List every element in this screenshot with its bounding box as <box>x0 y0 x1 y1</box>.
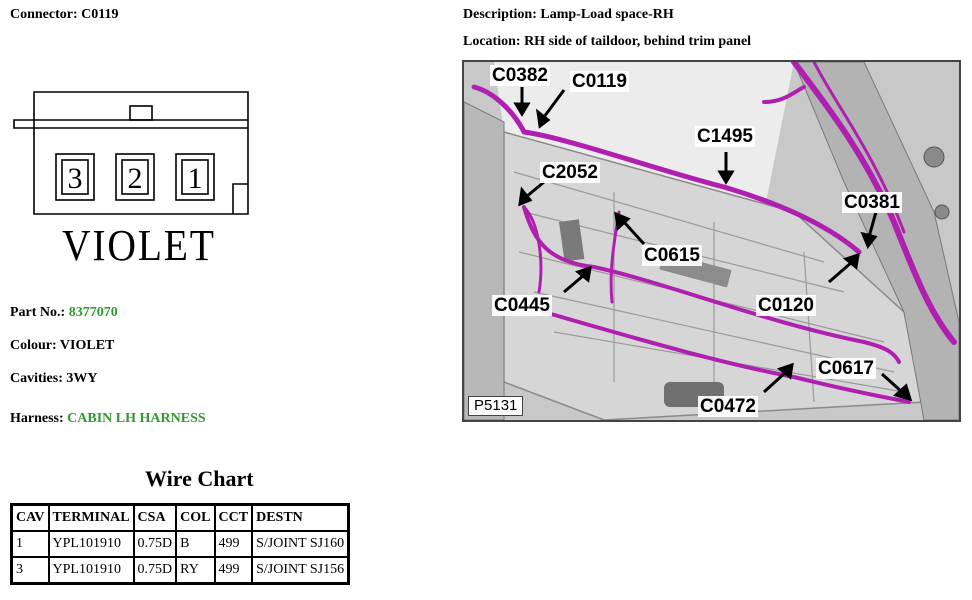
connector-value: C0119 <box>81 7 119 22</box>
header-csa: CSA <box>132 503 178 532</box>
cell-destn: S/JOINT SJ156 <box>251 556 350 585</box>
cell-col: B <box>175 530 216 558</box>
description-label: Description: <box>463 7 537 22</box>
part-no-label: Part No.: <box>10 305 66 320</box>
callout-c0381: C0381 <box>842 192 902 213</box>
callout-c0617: C0617 <box>816 358 876 379</box>
cavity-3-inner <box>61 159 89 195</box>
cavities-label: Cavities: <box>10 371 63 386</box>
cavities-value: 3WY <box>66 371 98 386</box>
cavity-2-outer <box>115 153 155 201</box>
callout-c2052: C2052 <box>540 162 600 183</box>
callout-c0445: C0445 <box>492 295 552 316</box>
cell-cav: 1 <box>10 530 50 558</box>
connector-label: Connector: <box>10 7 78 22</box>
table-row: 1 YPL101910 0.75D B 499 S/JOINT SJ160 <box>10 530 350 558</box>
cell-col: RY <box>175 556 216 585</box>
cell-terminal: YPL101910 <box>47 530 135 558</box>
location-line: Location: RH side of taildoor, behind tr… <box>463 34 751 50</box>
cavity-1-inner <box>181 159 209 195</box>
callout-c0615: C0615 <box>642 245 702 266</box>
table-row: 3 YPL101910 0.75D RY 499 S/JOINT SJ156 <box>10 556 350 585</box>
description-line: Description: Lamp-Load space-RH <box>463 7 674 23</box>
wire-chart-title: Wire Chart <box>145 466 254 491</box>
part-no-line: Part No.: 8377070 <box>10 305 118 321</box>
colour-value: VIOLET <box>59 338 115 353</box>
cavity-number-3: 3 <box>68 162 83 195</box>
description-value: Lamp-Load space-RH <box>540 7 674 22</box>
connector-body-outline <box>33 91 249 215</box>
header-col: COL <box>175 503 216 532</box>
header-terminal: TERMINAL <box>47 503 135 532</box>
cell-cct: 499 <box>213 530 254 558</box>
cell-csa: 0.75D <box>132 530 178 558</box>
header-cav: CAV <box>10 503 50 532</box>
cell-terminal: YPL101910 <box>47 556 135 585</box>
location-illustration: C0382 C0119 C1495 C2052 C0381 C0615 C044… <box>462 60 961 422</box>
cavity-number-1: 1 <box>188 162 203 195</box>
taildoor-drawing <box>464 62 959 420</box>
colour-line: Colour: VIOLET <box>10 338 114 354</box>
wire-chart-header-row: CAV TERMINAL CSA COL CCT DESTN <box>10 503 350 532</box>
cavities-line: Cavities: 3WY <box>10 371 98 387</box>
header-destn: DESTN <box>251 503 350 532</box>
wire-chart-table: CAV TERMINAL CSA COL CCT DESTN 1 YPL1019… <box>10 503 351 585</box>
cell-cav: 3 <box>10 556 50 585</box>
part-no-value: 8377070 <box>68 305 118 320</box>
connector-face-diagram: 3 2 1 <box>13 91 249 215</box>
callout-c0120: C0120 <box>756 295 816 316</box>
harness-value: CABIN LH HARNESS <box>67 411 206 426</box>
connector-latch <box>13 119 34 129</box>
cavity-1-outer <box>175 153 215 201</box>
colour-label: Colour: <box>10 338 57 353</box>
connector-step <box>232 183 248 214</box>
cell-destn: S/JOINT SJ160 <box>251 530 350 558</box>
callout-c0472: C0472 <box>698 396 758 417</box>
connector-key <box>129 105 153 121</box>
cell-csa: 0.75D <box>132 556 178 585</box>
harness-line: Harness: CABIN LH HARNESS <box>10 411 206 427</box>
location-label: Location: <box>463 34 521 49</box>
callout-c1495: C1495 <box>695 126 755 147</box>
cavity-number-2: 2 <box>128 162 143 195</box>
callout-c0382: C0382 <box>490 65 550 86</box>
cavity-3-outer <box>55 153 95 201</box>
connector-heading: Connector: C0119 <box>10 7 119 23</box>
photo-reference-label: P5131 <box>468 396 524 416</box>
harness-label: Harness: <box>10 411 64 426</box>
diagram-colour-label: VIOLET <box>62 221 216 270</box>
cavity-2-inner <box>121 159 149 195</box>
location-value: RH side of taildoor, behind trim panel <box>524 34 752 49</box>
callout-c0119: C0119 <box>570 71 629 92</box>
header-cct: CCT <box>213 503 254 532</box>
cell-cct: 499 <box>213 556 254 585</box>
